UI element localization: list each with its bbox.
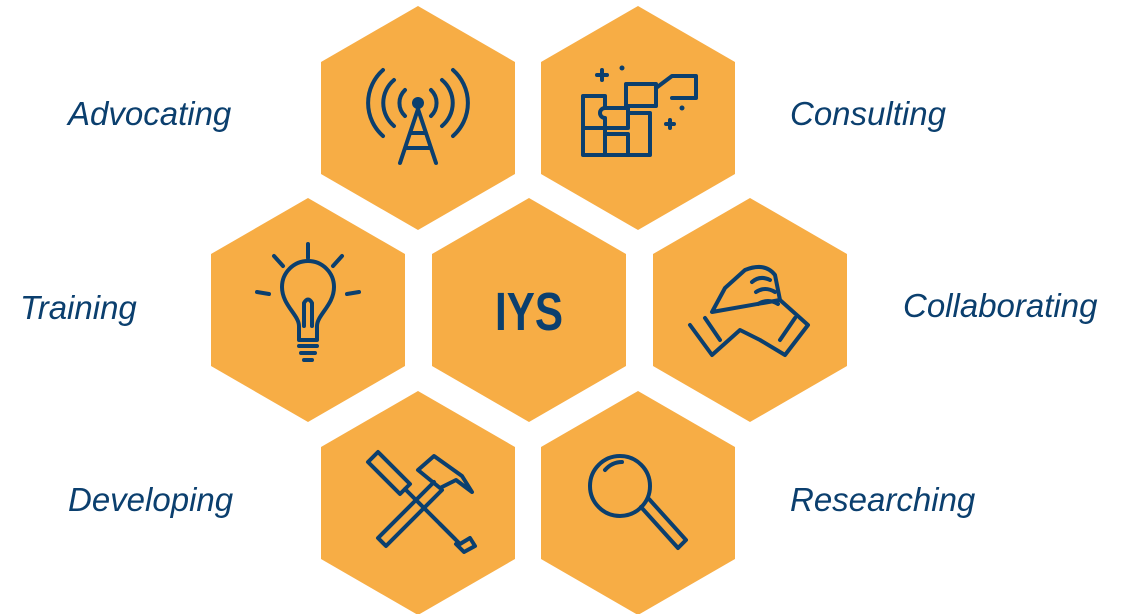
magnifying-glass-icon (588, 454, 688, 550)
label-consulting: Consulting (790, 95, 946, 132)
puzzle-pieces-icon (581, 65, 698, 157)
hexagon-collaborating (653, 198, 847, 422)
radio-tower-icon (366, 68, 470, 165)
label-training: Training (20, 289, 137, 326)
hexagon-consulting (541, 6, 735, 230)
light-bulb-icon (255, 242, 361, 362)
label-developing: Developing (68, 481, 234, 518)
label-collaborating: Collaborating (903, 287, 1098, 324)
handshake-icon (688, 264, 810, 357)
hexagon-researching (541, 391, 735, 614)
label-advocating: Advocating (68, 95, 232, 132)
label-researching: Researching (790, 481, 976, 518)
tools-icon (366, 450, 477, 554)
hexagon-training (211, 198, 405, 422)
hexagon-advocating (321, 6, 515, 230)
center-text: IYS (495, 282, 563, 342)
hexagon-center (432, 198, 626, 422)
